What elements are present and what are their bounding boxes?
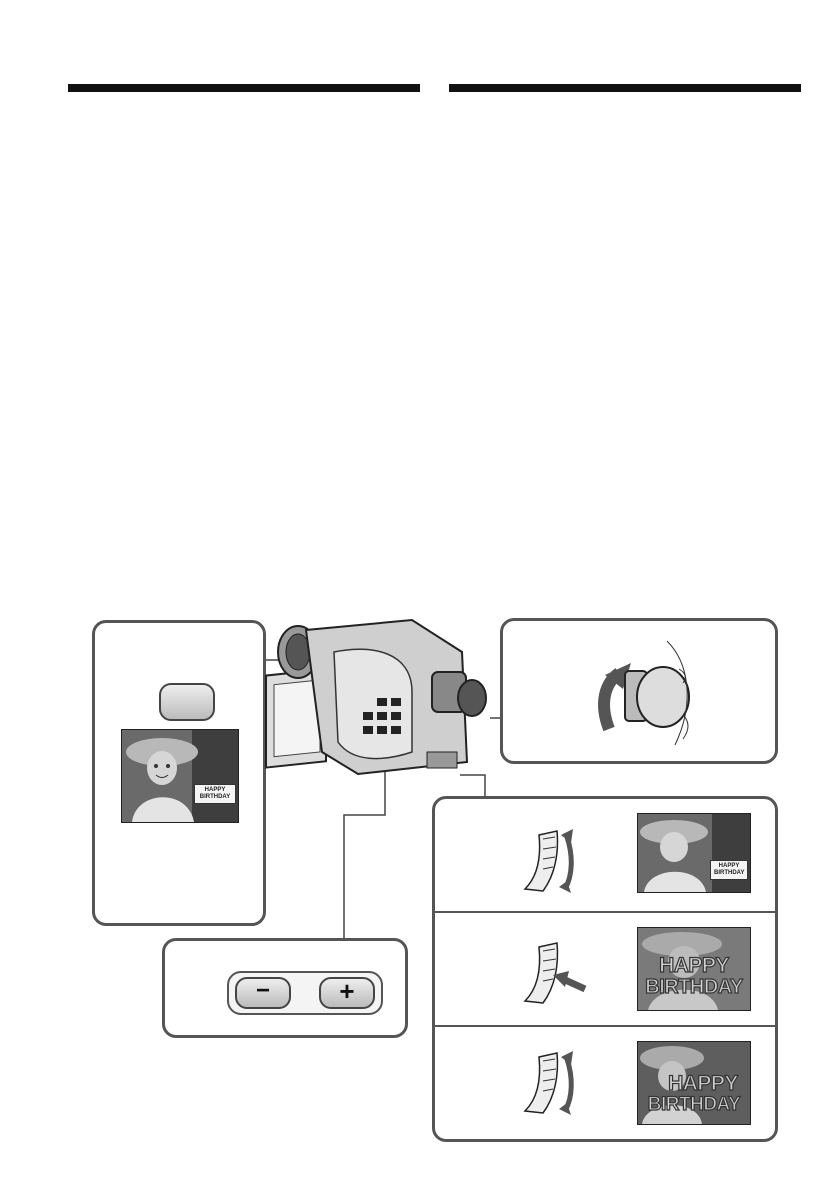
large-title-line2: BIRTHDAY <box>647 1093 741 1115</box>
girl-with-hat-image <box>122 730 238 822</box>
large-title-line2: BIRTHDAY <box>645 975 744 998</box>
title-sticker: HAPPY BIRTHDAY <box>710 860 748 880</box>
title-sticker: HAPPY BIRTHDAY <box>194 784 236 804</box>
plus-button[interactable]: + <box>319 976 375 1009</box>
power-switch-panel <box>500 618 778 764</box>
control-dial-rotate-icon[interactable] <box>521 1047 581 1117</box>
right-column-rule <box>449 84 801 92</box>
step1-photo: HAPPY BIRTHDAY <box>637 813 751 893</box>
preview-photo-small: HAPPY BIRTHDAY <box>121 729 239 823</box>
step-divider <box>435 1025 775 1027</box>
minus-plus-panel: − + <box>162 938 408 1038</box>
camcorder-illustration <box>265 618 487 776</box>
control-dial-rotate-icon[interactable] <box>521 825 581 895</box>
step2-photo: HAPPY BIRTHDAY <box>637 927 751 1011</box>
title-button-panel: HAPPY BIRTHDAY <box>92 620 266 926</box>
step3-photo: HAPPY BIRTHDAY <box>637 1041 751 1125</box>
minus-symbol: − <box>255 977 270 1004</box>
control-dial-press-icon[interactable] <box>521 937 591 1007</box>
title-button-icon[interactable] <box>159 683 215 721</box>
minus-button[interactable]: − <box>235 977 291 1009</box>
plus-symbol: + <box>339 976 355 1006</box>
power-switch-icon[interactable] <box>579 633 709 751</box>
large-title-line1: HAPPY <box>667 1071 739 1095</box>
left-column-rule <box>68 84 420 92</box>
dial-steps-panel: HAPPY BIRTHDAY HAPPY BIRTHDAY <box>432 796 778 1142</box>
step-divider <box>435 911 775 913</box>
large-title-line1: HAPPY <box>658 953 730 977</box>
